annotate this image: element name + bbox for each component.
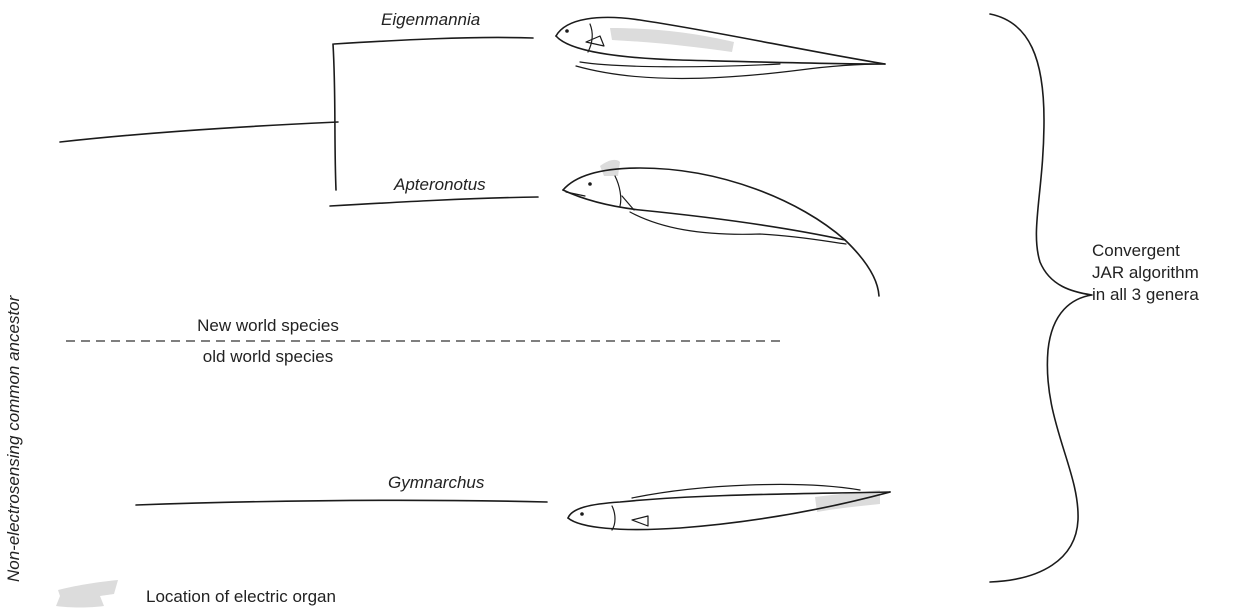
branch-gymnarchus <box>136 500 547 505</box>
genus-label-gymnarchus: Gymnarchus <box>388 473 485 492</box>
branch-apteronotus <box>330 197 538 206</box>
genus-label-apteronotus: Apteronotus <box>393 175 486 194</box>
legend-label: Location of electric organ <box>146 587 336 606</box>
convergence-label-line-3: in all 3 genera <box>1092 285 1199 304</box>
old-world-label: old world species <box>203 347 333 366</box>
convergence-brace <box>990 14 1092 582</box>
root-branch <box>60 122 338 142</box>
tree-branches <box>60 37 547 505</box>
legend: Location of electric organ <box>56 580 336 608</box>
eigenmannia-fish-drawing <box>556 17 885 78</box>
convergence-label-line-1: Convergent <box>1092 241 1180 260</box>
genus-label-eigenmannia: Eigenmannia <box>381 10 480 29</box>
branch-eigenmannia <box>334 37 533 44</box>
electric-organ-apteronotus <box>600 160 620 176</box>
apteronotus-fish-drawing <box>563 160 879 296</box>
legend-organ-swatch <box>56 580 118 608</box>
ancestor-label: Non-electrosensing common ancestor <box>4 294 23 582</box>
electric-organ-eigenmannia <box>610 28 734 52</box>
new-world-label: New world species <box>197 316 339 335</box>
split-stem <box>333 44 336 190</box>
gymnarchus-fish-drawing <box>568 484 890 530</box>
convergence-label-line-2: JAR algorithm <box>1092 263 1199 282</box>
